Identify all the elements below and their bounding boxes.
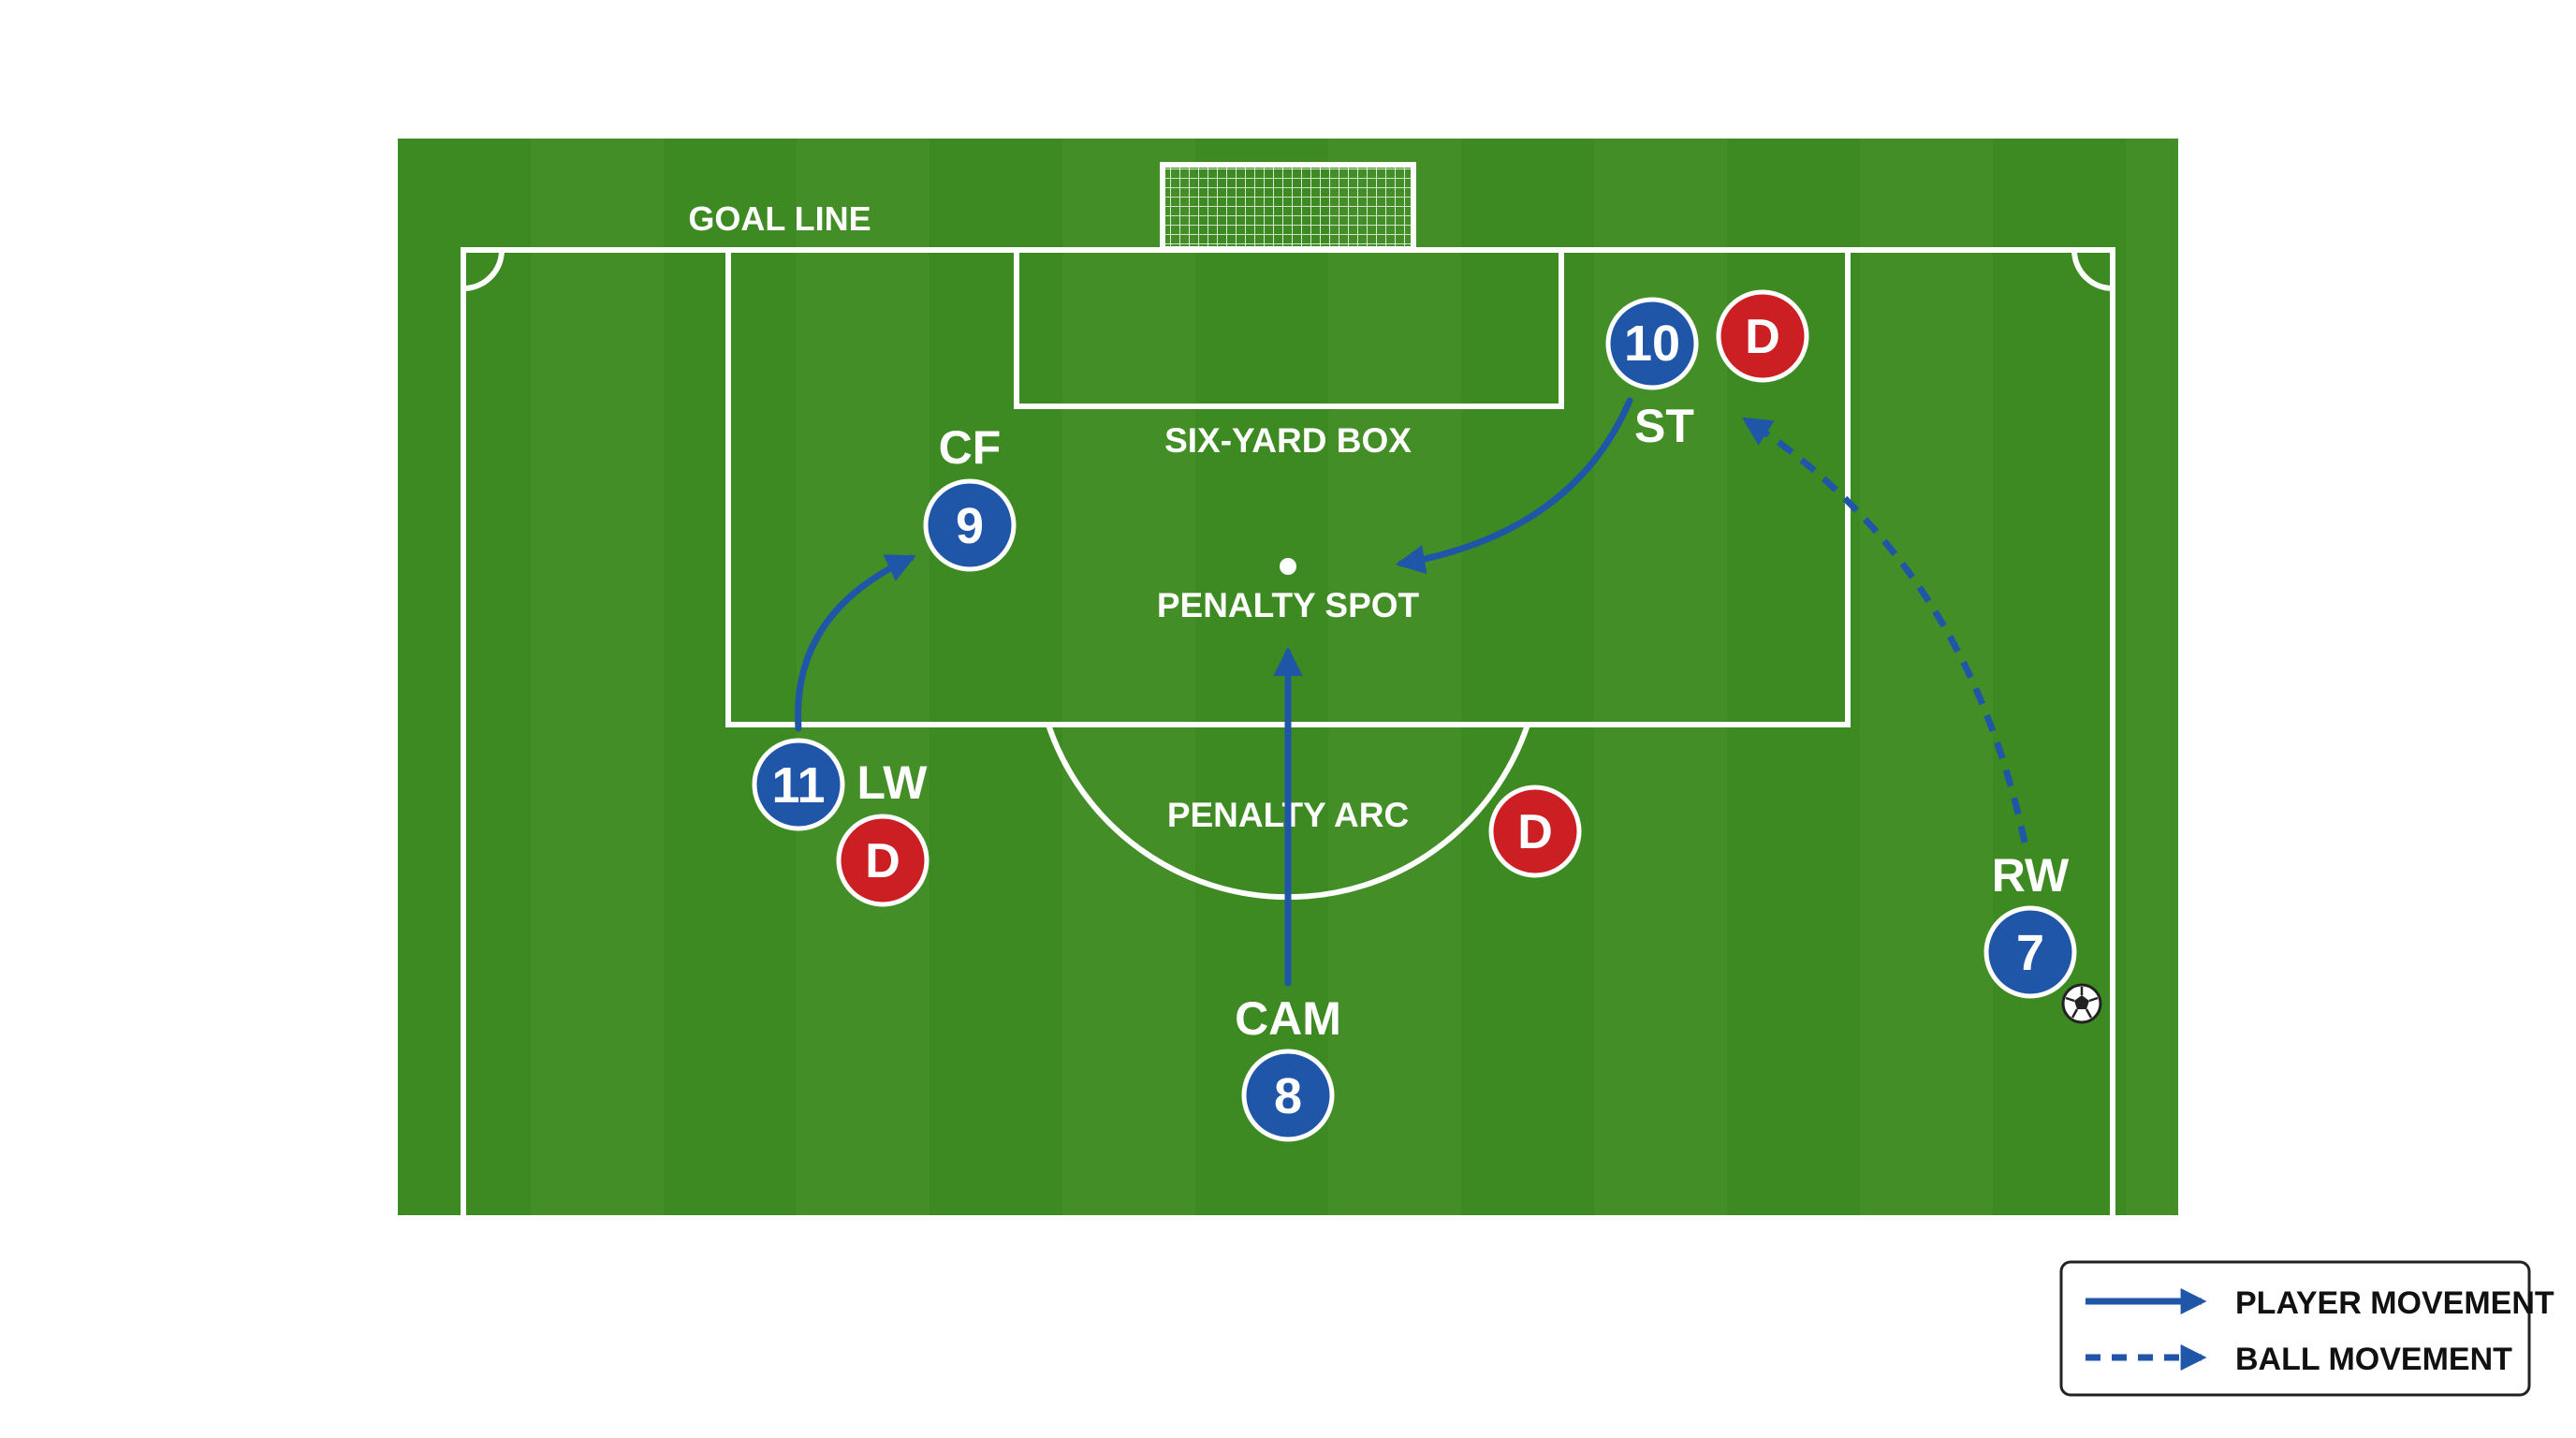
six-yard-box-label: SIX-YARD BOX (1164, 421, 1412, 460)
position-label: RW (1992, 849, 2070, 902)
position-label: CF (939, 421, 1002, 474)
player-st: 10 ST (1605, 297, 1699, 452)
player-rw: 7 RW (1983, 849, 2077, 999)
ball-pass-arrow (1741, 417, 2028, 844)
goal-net (1160, 162, 1416, 252)
player-number: 7 (2016, 925, 2044, 981)
defender-marker: D (836, 814, 929, 907)
corner-arc-right (2071, 249, 2114, 291)
six-yard-box (1014, 247, 1564, 409)
position-label: LW (857, 756, 929, 809)
player-cam: 8 CAM (1235, 992, 1341, 1142)
legend-box (2059, 1260, 2531, 1397)
player-cf: 9 CF (923, 421, 1017, 572)
defender-label: D (1745, 310, 1780, 364)
lw-run-arrow (795, 554, 916, 732)
ball-icon (2061, 983, 2102, 1024)
position-label: CAM (1235, 992, 1341, 1045)
legend: PLAYER MOVEMENT BALL MOVEMENT (2059, 1260, 2554, 1397)
defender-marker: D (1488, 785, 1582, 878)
player-number: 11 (771, 757, 825, 814)
penalty-spot-label: PENALTY SPOT (1157, 586, 1420, 624)
player-number: 8 (1274, 1068, 1302, 1124)
defender-label: D (1517, 805, 1553, 859)
position-label: ST (1634, 400, 1694, 452)
defender-label: D (865, 834, 900, 888)
defender-marker: D (1716, 289, 1809, 383)
st-run-arrow (1395, 397, 1633, 575)
legend-player-movement: PLAYER MOVEMENT (2235, 1285, 2554, 1321)
corner-arc-left (462, 249, 505, 291)
player-number: 9 (956, 498, 984, 554)
legend-ball-movement: BALL MOVEMENT (2235, 1342, 2512, 1377)
goal-line-label: GOAL LINE (688, 199, 871, 238)
player-number: 10 (1624, 315, 1680, 372)
player-lw: 11 LW (752, 738, 929, 831)
penalty-spot-dot (1280, 558, 1296, 575)
player-movement-arrows (795, 397, 1633, 987)
